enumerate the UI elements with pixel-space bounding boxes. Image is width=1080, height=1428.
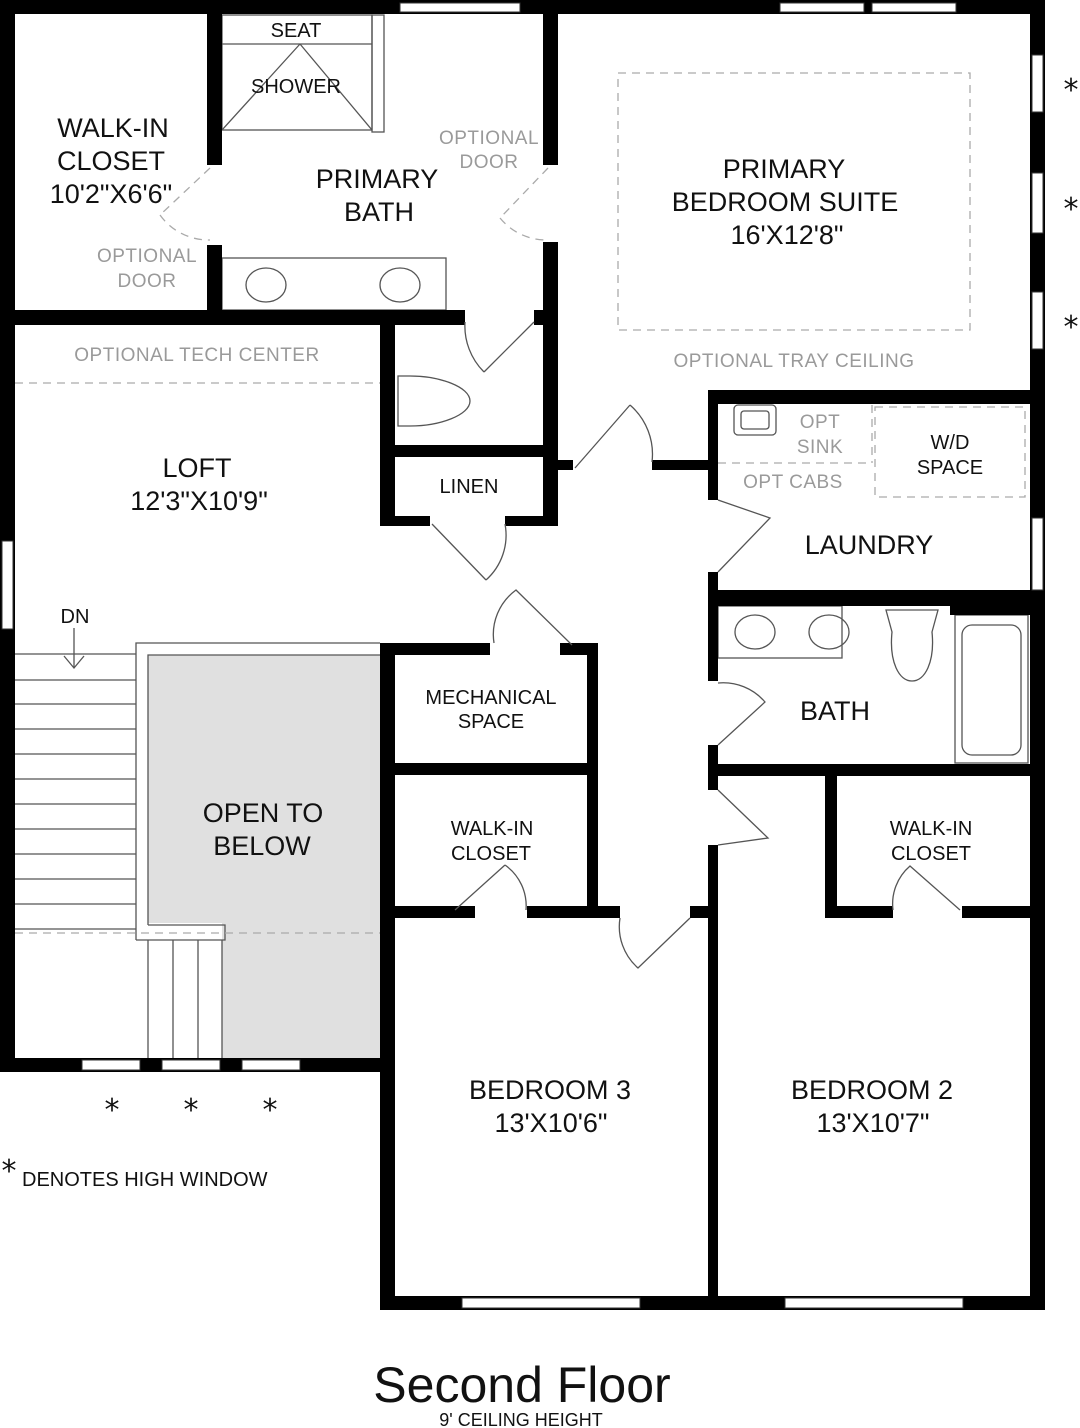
loft-dims: 12'3"X10'9" [130,486,268,516]
bedroom3-label: BEDROOM 3 [469,1075,631,1105]
note-marker: * [2,1154,17,1189]
walkin-closet-primary-label-1: WALK-IN [57,113,169,143]
optional-tray-ceiling-label: OPTIONAL TRAY CEILING [673,351,914,372]
high-window-marker: * [263,1093,278,1128]
open-to-below-label-2: BELOW [213,831,311,861]
loft-label: LOFT [162,453,231,483]
optional-door-closet-label-1: OPTIONAL [97,246,197,267]
page-title: Second Floor [373,1357,670,1413]
opt-sink-label-1: OPT [800,412,841,433]
bedroom2-dims: 13'X10'7" [817,1108,930,1138]
high-window-marker: * [105,1093,120,1128]
linen-label: LINEN [440,476,499,498]
laundry-label: LAUNDRY [805,530,934,560]
primary-bath-label-2: BATH [344,197,414,227]
mechanical-label-1: MECHANICAL [425,687,556,709]
high-window-marker: * [1064,73,1079,108]
optional-door-bath-label-1: OPTIONAL [439,128,539,149]
open-to-below-label-1: OPEN TO [203,798,324,828]
wd-space-label-2: SPACE [917,457,983,479]
high-window-marker: * [1064,310,1079,345]
shower-label: SHOWER [251,76,341,98]
high-window-markers: * * * * * * [105,73,1079,1128]
opt-cabs-label: OPT CABS [743,472,843,493]
high-window-marker: * [1064,192,1079,227]
primary-bedroom-label-2: BEDROOM SUITE [672,187,899,217]
mechanical-label-2: SPACE [458,711,524,733]
walkin-closet-primary-dims: 10'2"X6'6" [50,179,173,209]
walls [0,0,1045,1310]
room-labels: WALK-IN CLOSET 10'2"X6'6" SEAT SHOWER PR… [50,20,983,1138]
wd-space-label-1: W/D [931,432,970,454]
dn-label: DN [61,606,90,628]
primary-bedroom-dims: 16'X12'8" [731,220,844,250]
walkin-closet-b2-label-1: WALK-IN [890,818,973,840]
primary-bath-label-1: PRIMARY [316,164,439,194]
open-to-below-area [135,642,380,1058]
optional-door-closet-label-2: DOOR [118,271,177,292]
page-subtitle: 9' CEILING HEIGHT [439,1410,602,1428]
doors [159,167,961,969]
bedroom3-dims: 13'X10'6" [495,1108,608,1138]
staircase [15,628,223,1058]
bedroom2-label: BEDROOM 2 [791,1075,953,1105]
optional-tech-center-label: OPTIONAL TECH CENTER [74,345,319,366]
primary-bedroom-label-1: PRIMARY [723,154,846,184]
windows [1,2,1044,1309]
legend-note: * DENOTES HIGH WINDOW [2,1154,268,1191]
seat-label: SEAT [271,20,322,42]
walkin-closet-primary-label-2: CLOSET [57,146,165,176]
walkin-closet-b2-label-2: CLOSET [891,843,971,865]
fixtures [221,14,1029,764]
high-window-marker: * [184,1093,199,1128]
optional-door-bath-label-2: DOOR [460,152,519,173]
opt-sink-label-2: SINK [797,437,843,458]
walkin-closet-b3-label-2: CLOSET [451,843,531,865]
walkin-closet-b3-label-1: WALK-IN [451,818,534,840]
optional-dashed-lines [15,72,1026,934]
bath-label: BATH [800,696,870,726]
high-window-note: DENOTES HIGH WINDOW [22,1169,268,1191]
